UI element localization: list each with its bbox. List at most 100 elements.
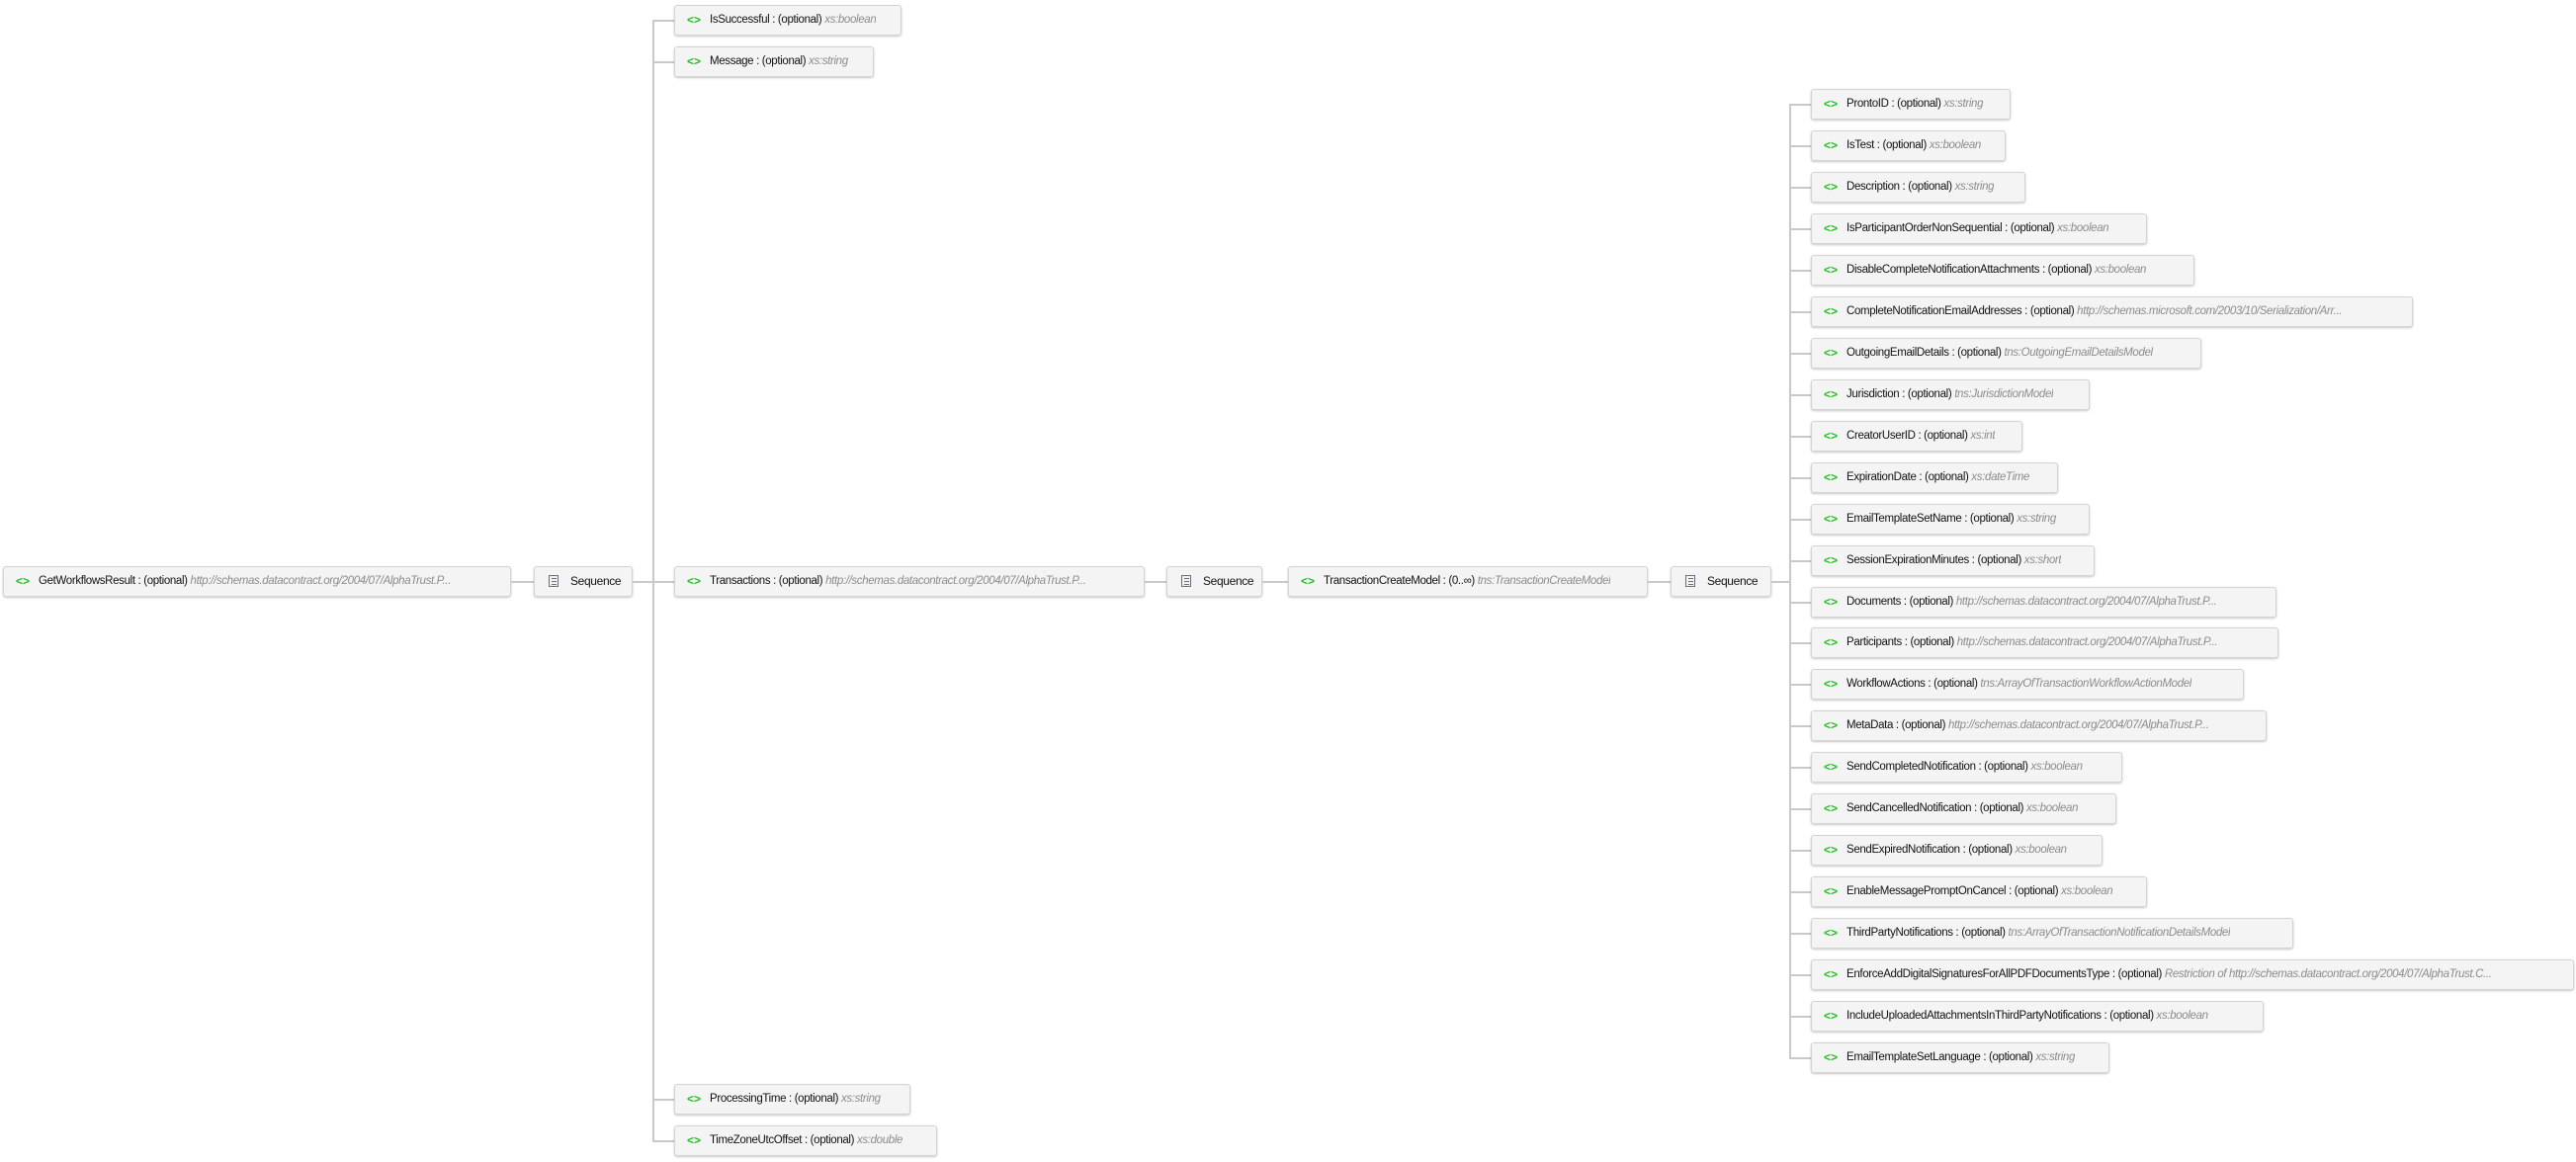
element-icon: <>	[1824, 884, 1839, 898]
element-occurrence: (optional)	[2109, 1010, 2154, 1022]
element-node[interactable]: <>Message : (optional) xs:string	[674, 45, 874, 77]
field-node[interactable]: <>OutgoingEmailDetails : (optional) tns:…	[1811, 337, 2201, 369]
connector-line	[652, 20, 674, 22]
element-type: tns:OutgoingEmailDetailsModel	[2004, 347, 2153, 359]
field-node[interactable]: <>ExpirationDate : (optional) xs:dateTim…	[1811, 461, 2058, 493]
connector-line	[1789, 725, 1811, 727]
element-occurrence: (optional)	[1910, 636, 1954, 648]
element-separator: :	[1925, 678, 1934, 690]
element-occurrence: (optional)	[1984, 761, 2028, 773]
element-name: DisableCompleteNotificationAttachments	[1846, 264, 2040, 276]
field-node[interactable]: <>IsTest : (optional) xs:boolean	[1811, 129, 2006, 161]
element-separator: :	[1971, 802, 1980, 814]
node-text: EmailTemplateSetName : (optional) xs:str…	[1846, 513, 2056, 525]
sequence-label: Sequence	[1203, 574, 1254, 588]
field-node[interactable]: <>SendExpiredNotification : (optional) x…	[1811, 834, 2103, 866]
field-node[interactable]: <>EnforceAddDigitalSignaturesForAllPDFDo…	[1811, 958, 2574, 990]
connector-line	[1789, 1057, 1811, 1059]
connector-line	[1789, 104, 1791, 1058]
field-node[interactable]: <>ThirdPartyNotifications : (optional) t…	[1811, 917, 2293, 949]
element-name: ExpirationDate	[1846, 471, 1917, 483]
element-occurrence: (optional)	[794, 1093, 839, 1105]
field-node[interactable]: <>CreatorUserID : (optional) xs:int	[1811, 420, 2022, 452]
element-icon: <>	[1824, 760, 1839, 774]
node-text: IsSuccessful : (optional) xs:boolean	[710, 14, 876, 26]
element-icon: <>	[1824, 304, 1839, 318]
transaction-model-node[interactable]: <>TransactionCreateModel : (0..∞) tns:Tr…	[1288, 565, 1648, 597]
element-name: EmailTemplateSetName	[1846, 513, 1962, 525]
node-text: SendCompletedNotification : (optional) x…	[1846, 761, 2083, 773]
element-name: WorkflowActions	[1846, 678, 1926, 690]
element-icon: <>	[1824, 1050, 1839, 1064]
element-icon: <>	[16, 574, 31, 588]
field-node[interactable]: <>MetaData : (optional) http://schemas.d…	[1811, 709, 2267, 741]
field-node[interactable]: <> CompleteNotificationEmailAddresses : (…	[1811, 295, 2413, 327]
sequence-label: Sequence	[1707, 574, 1759, 588]
element-type: xs:int	[1970, 430, 1996, 442]
sequence-node[interactable]: Sequence	[1671, 565, 1771, 597]
element-type: xs:string	[2035, 1051, 2075, 1063]
element-name: SendCancelledNotification	[1846, 802, 1972, 814]
connector-line	[1789, 933, 1811, 935]
field-node[interactable]: <>WorkflowActions : (optional) tns:Array…	[1811, 668, 2244, 700]
element-separator: :	[1915, 430, 1925, 442]
element-occurrence: (optional)	[1968, 844, 2013, 856]
field-node[interactable]: <> SendCompletedNotification : (optional)…	[1811, 751, 2122, 783]
field-node[interactable]: <>Description : (optional) xs:string	[1811, 171, 2025, 203]
connector-line	[652, 61, 674, 63]
connector-line	[1789, 1016, 1811, 1018]
field-node[interactable]: <>ProntoID : (optional) xs:string	[1811, 88, 2011, 120]
field-node[interactable]: <>EnableMessagePromptOnCancel : (optiona…	[1811, 875, 2147, 907]
element-node[interactable]: <>IsSuccessful : (optional) xs:boolean	[674, 4, 902, 36]
element-separator: :	[1899, 388, 1908, 400]
element-separator: :	[1961, 513, 1970, 525]
field-node[interactable]: <>EmailTemplateSetLanguage : (optional) …	[1811, 1041, 2109, 1073]
field-node[interactable]: <>IncludeUploadedAttachmentsInThirdParty…	[1811, 1000, 2264, 1032]
field-node[interactable]: <>Participants : (optional) http://schem…	[1811, 626, 2278, 658]
element-node[interactable]: <>TimeZoneUtcOffset : (optional) xs:doub…	[674, 1124, 937, 1156]
sequence-node[interactable]: Sequence	[1166, 565, 1262, 597]
node-text: TransactionCreateModel : (0..∞) tns:Tran…	[1324, 575, 1610, 587]
element-occurrence: (optional)	[2117, 968, 2163, 980]
element-occurrence: (optional)	[2047, 264, 2093, 276]
sequence-icon	[549, 575, 558, 587]
element-name: TransactionCreateModel	[1324, 575, 1440, 587]
root-element-node[interactable]: <>GetWorkflowsResult : (optional) http:/…	[3, 565, 511, 597]
element-name: IsSuccessful	[710, 14, 770, 26]
connector-line	[1789, 228, 1811, 230]
element-name: EnableMessagePromptOnCancel	[1846, 885, 2007, 897]
element-node[interactable]: <>Transactions : (optional) http://schem…	[674, 565, 1145, 597]
element-separator: :	[1952, 927, 1962, 939]
element-separator: :	[1899, 181, 1909, 193]
field-node[interactable]: <>IsParticipantOrderNonSequential : (opt…	[1811, 212, 2147, 244]
element-type: xs:string	[841, 1093, 881, 1105]
element-occurrence: (optional)	[778, 575, 823, 587]
element-icon: <>	[1824, 718, 1839, 732]
field-node[interactable]: <>DisableCompleteNotificationAttachments…	[1811, 254, 2194, 286]
field-node[interactable]: <>SessionExpirationMinutes : (optional) …	[1811, 544, 2095, 576]
node-text: CompleteNotificationEmailAddresses : (op…	[1846, 305, 2342, 317]
element-separator: :	[2039, 264, 2048, 276]
element-separator: :	[1888, 98, 1898, 110]
field-node[interactable]: <>Documents : (optional) http://schemas.…	[1811, 586, 2276, 618]
element-icon: <>	[1824, 346, 1839, 360]
element-icon: <>	[687, 1133, 702, 1147]
sequence-node[interactable]: Sequence	[534, 565, 633, 597]
node-text: Documents : (optional) http://schemas.da…	[1846, 596, 2216, 608]
field-node[interactable]: <>Jurisdiction : (optional) tns:Jurisdic…	[1811, 378, 2090, 410]
element-type: tns:ArrayOfTransactionNotificationDetail…	[2008, 927, 2231, 939]
element-type: http://schemas.microsoft.com/2003/10/Ser…	[2077, 305, 2343, 317]
element-name: Message	[710, 55, 754, 67]
field-node[interactable]: <>SendCancelledNotification : (optional)…	[1811, 792, 2116, 824]
element-type: xs:boolean	[824, 14, 877, 26]
node-text: SessionExpirationMinutes : (optional) xs…	[1846, 554, 2061, 566]
element-icon: <>	[1824, 843, 1839, 857]
element-icon: <>	[1824, 387, 1839, 401]
element-name: CompleteNotificationEmailAddresses	[1846, 305, 2022, 317]
element-name: IsTest	[1846, 139, 1874, 151]
field-node[interactable]: <>EmailTemplateSetName : (optional) xs:s…	[1811, 503, 2090, 535]
element-separator: :	[1975, 761, 1985, 773]
element-node[interactable]: <>ProcessingTime : (optional) xs:string	[674, 1083, 910, 1115]
element-icon: <>	[1824, 429, 1839, 443]
element-icon: <>	[1824, 635, 1839, 649]
